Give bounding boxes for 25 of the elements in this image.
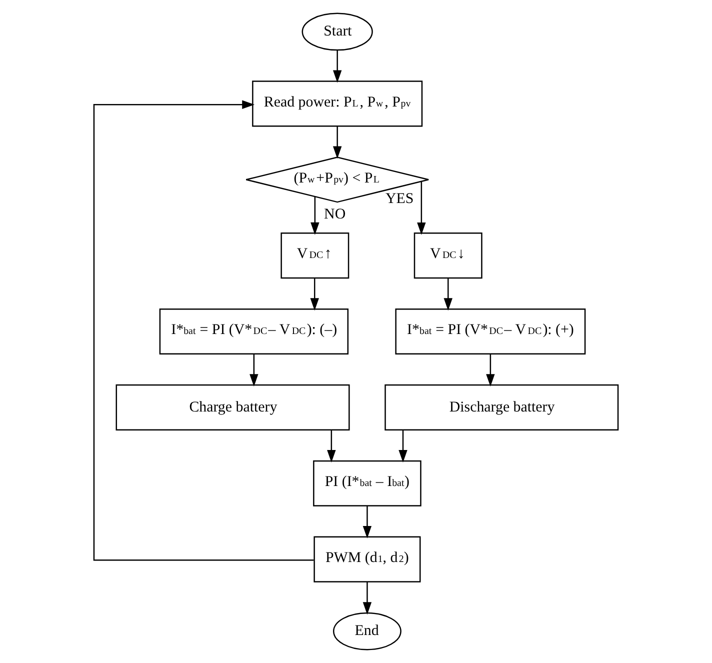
node-box: Discharge battery	[384, 384, 619, 430]
node-box: PWM (d1, d2)	[314, 536, 421, 582]
node-box: VDC↓	[414, 232, 482, 279]
arrow	[444, 278, 452, 311]
arrow	[327, 430, 336, 462]
node-box: I*bat = PI (V*DC– VDC): (+)	[395, 308, 586, 355]
arrow	[417, 182, 426, 235]
node-box: Read power: PL, Pw, Ppv	[252, 80, 423, 127]
node-ellipse: Start	[302, 12, 373, 51]
arrow	[332, 126, 342, 159]
arrow	[250, 354, 258, 387]
node-box: PI (I*bat – Ibat)	[313, 460, 422, 506]
arrow	[310, 278, 319, 311]
node-box: Charge battery	[116, 384, 350, 430]
arrow	[310, 196, 320, 235]
edge-label: NO	[324, 206, 346, 222]
arrow	[486, 354, 495, 387]
arrow	[398, 430, 408, 462]
node-box: I*bat = PI (V*DC– VDC): (–)	[159, 308, 349, 355]
arrow	[332, 50, 342, 83]
node-ellipse: End	[332, 612, 402, 650]
arrow	[362, 506, 372, 538]
node-box: VDC↑	[280, 232, 350, 279]
arrow	[93, 100, 314, 561]
arrow	[362, 582, 372, 615]
